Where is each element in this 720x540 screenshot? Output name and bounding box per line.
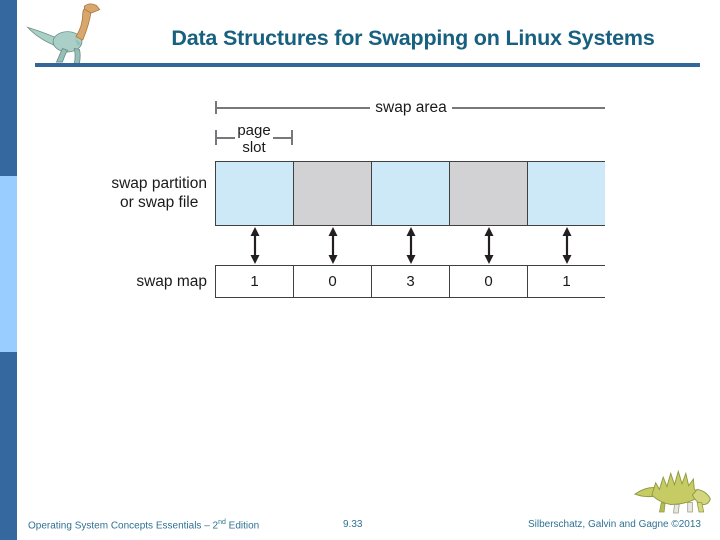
sidebar-segment-light: [0, 176, 17, 352]
page-slot-cell: [450, 162, 528, 225]
footer-book-title: Operating System Concepts Essentials – 2…: [28, 519, 259, 531]
page-slot-cell: [294, 162, 372, 225]
page-slot-label-line2: slot: [242, 138, 266, 156]
swap-map-cell: 0: [450, 266, 528, 297]
sidebar-segment-dark-bottom: [0, 352, 17, 540]
double-arrow-icon: [250, 227, 260, 264]
page-slot-label-line1: page: [237, 122, 271, 139]
swap-map-cell: 1: [562, 273, 571, 290]
swap-map-cell: 1: [216, 266, 294, 297]
bracket-line-right: [273, 137, 291, 139]
bracket-tick-left: [215, 130, 217, 145]
bracket-line-right: [451, 106, 606, 109]
bracket-line-left: [217, 106, 371, 109]
swap-area-bracket: swap area: [215, 98, 606, 116]
sidebar-segment-dark-top: [0, 0, 17, 176]
footer-edition-superscript: nd: [218, 519, 226, 526]
swap-map-cell: 0: [294, 266, 372, 297]
double-arrow-icon: [406, 227, 416, 264]
dinosaur-logo-icon: [25, 2, 110, 68]
footer-book-title-text: Operating System Concepts Essentials – 2: [28, 520, 219, 532]
double-arrow-icon: [562, 227, 572, 264]
swap-partition-label-line2: or swap file: [119, 194, 199, 211]
swap-partition-label: swap partition or swap file: [111, 174, 207, 212]
bracket-tick-right: [291, 130, 293, 145]
swap-area-label: swap area: [375, 98, 447, 116]
swap-partition-slot-row: [215, 161, 605, 226]
header-rule: [35, 63, 700, 67]
bracket-tick-left: [215, 101, 217, 114]
page-slot-label: page slot: [215, 122, 293, 156]
swap-map-row: 1 0 3 0 1: [215, 265, 605, 298]
bracket-line-left: [217, 137, 235, 139]
footer-page-number: 9.33: [343, 519, 363, 530]
swap-partition-label-line1: swap partition: [111, 175, 207, 192]
footer-credits: Silberschatz, Galvin and Gagne ©2013: [527, 519, 701, 530]
double-arrow-icon: [328, 227, 338, 264]
double-arrow-icon: [484, 227, 494, 264]
page-slot-cell: [528, 162, 605, 225]
swap-map-cell: 3: [372, 266, 450, 297]
page-slot-cell: [372, 162, 450, 225]
page-slot-bracket: page slot: [215, 121, 293, 157]
swap-map-label: swap map: [136, 273, 207, 290]
dinosaur-footer-icon: [633, 461, 716, 514]
page-slot-cell: [216, 162, 294, 225]
sidebar-color-bar: [0, 0, 17, 540]
page-title: Data Structures for Swapping on Linux Sy…: [171, 26, 655, 50]
footer-edition-suffix: Edition: [225, 520, 260, 532]
